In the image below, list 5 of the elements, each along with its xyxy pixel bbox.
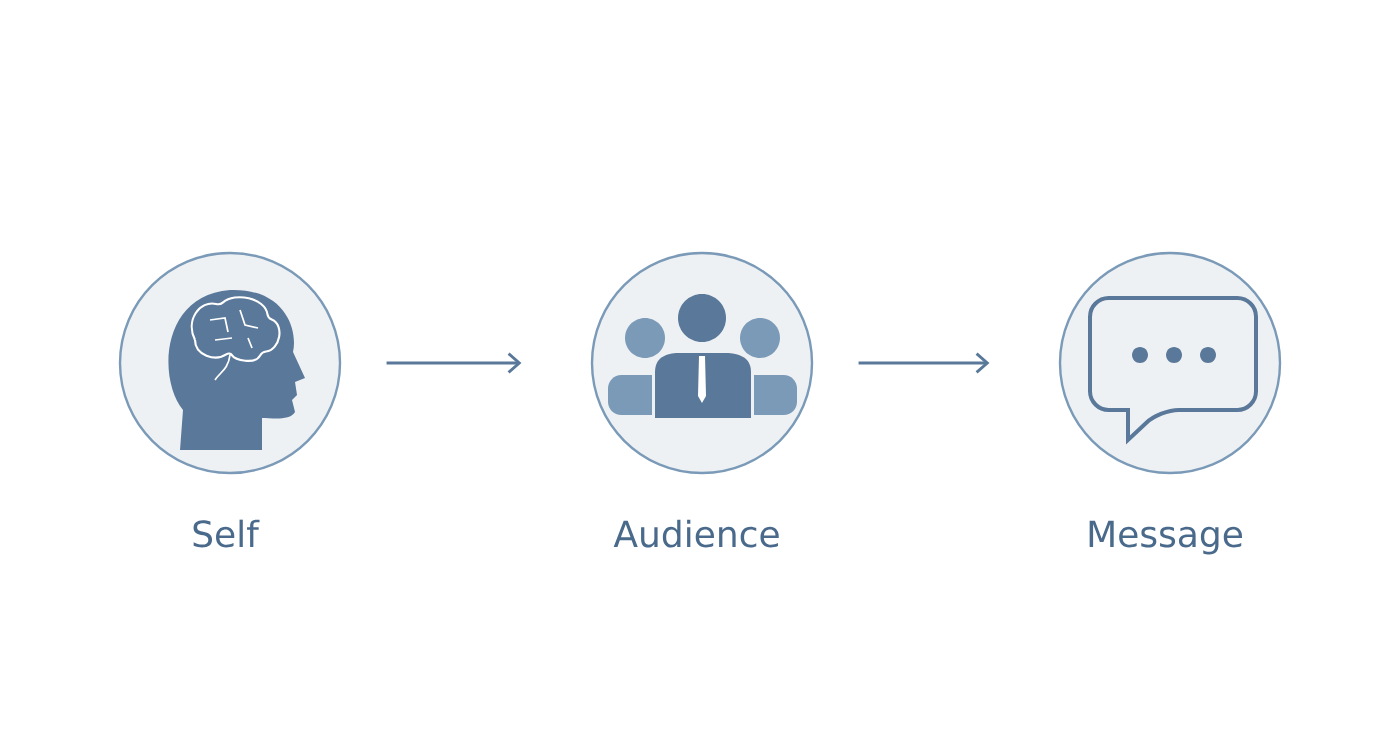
arrow — [858, 352, 990, 374]
arrow — [386, 352, 522, 374]
node-label: Self — [193, 519, 260, 548]
node-label: Audience — [613, 519, 779, 548]
node-label: Message — [1089, 520, 1242, 555]
